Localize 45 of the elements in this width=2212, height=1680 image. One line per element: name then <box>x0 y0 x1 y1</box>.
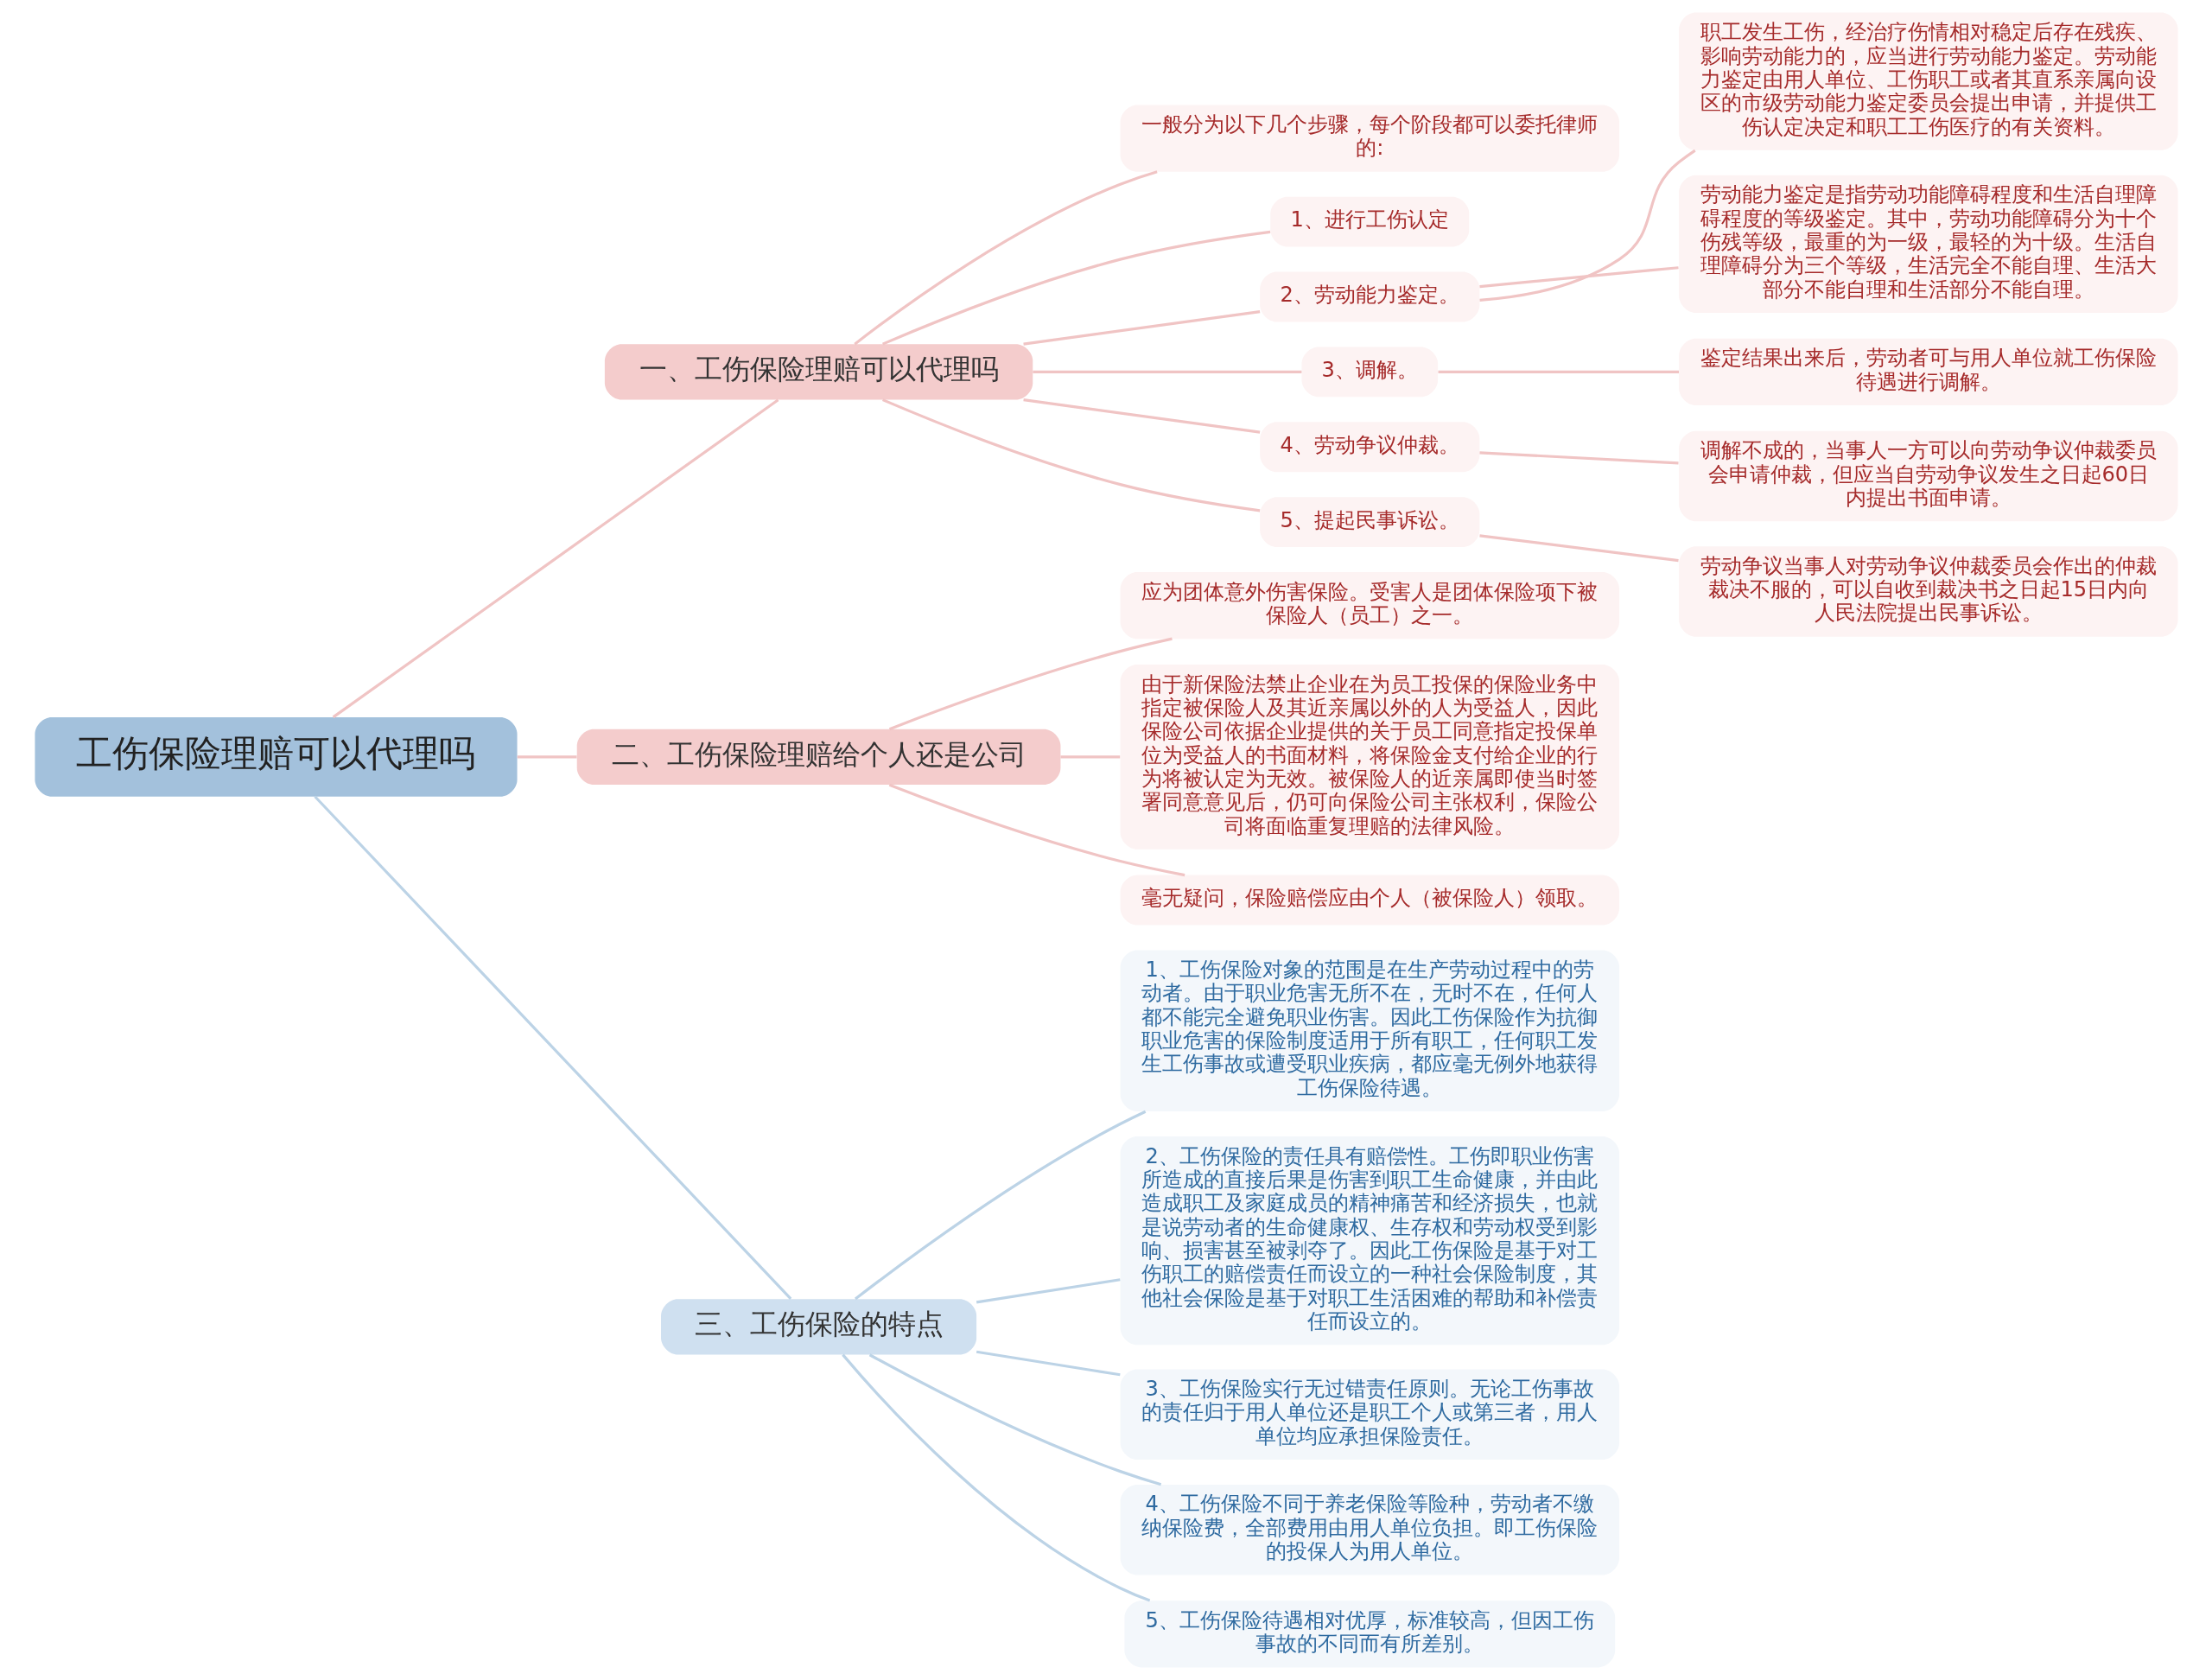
connector <box>854 1110 1146 1301</box>
node-box: 劳动能力鉴定是指劳动功能障碍程度和生活自理障碍程度的等级鉴定。其中，劳动功能障碍分为十个伤残等级，最重的为一级，最轻的为十级。生活自理障碍分为三个等级，生活完全不能自理、生活大部分不能自理和生活部分不能自理。 <box>1678 175 2178 313</box>
connector <box>881 398 1260 512</box>
connector <box>888 637 1173 731</box>
connector <box>517 755 576 759</box>
node-box: 调解不成的，当事人一方可以向劳动争议仲裁委员会申请仲裁，但应当自劳动争议发生之日起60日内提出书面申请。 <box>1678 430 2178 522</box>
connector <box>1059 755 1120 759</box>
node-box: 一、工伤保险理赔可以代理吗 <box>604 344 1033 400</box>
connector <box>313 795 791 1300</box>
connector <box>1478 534 1679 563</box>
connector <box>1032 370 1301 373</box>
connector <box>888 783 1185 877</box>
connector <box>868 1353 1161 1486</box>
node-box: 鉴定结果出来后，劳动者可与用人单位就工伤保险待遇进行调解。 <box>1678 338 2178 405</box>
connector <box>1022 398 1260 434</box>
node-box: 工伤保险理赔可以代理吗 <box>34 717 518 797</box>
connector <box>976 1278 1121 1304</box>
connector <box>1022 310 1260 346</box>
node-box: 5、工伤保险待遇相对优厚，标准较高，但因工伤事故的不同而有所差别。 <box>1123 1600 1615 1668</box>
connector <box>1478 266 1679 289</box>
node-box: 3、工伤保险实行无过错责任原则。无论工伤事故的责任归于用人单位还是职工个人或第三者，用人单位均应承担保险责任。 <box>1120 1369 1619 1460</box>
node-box: 3、调解。 <box>1301 347 1438 398</box>
node-box: 劳动争议当事人对劳动争议仲裁委员会作出的仲裁裁决不服的，可以自收到裁决书之日起15日内向人民法院提出民事诉讼。 <box>1678 546 2178 637</box>
connector <box>976 1350 1121 1377</box>
connector <box>841 1353 1150 1602</box>
node-box: 由于新保险法禁止企业在为员工投保的保险业务中指定被保险人及其近亲属以外的人为受益人，因此保险公司依据企业提供的关于员工同意指定投保单位为受益人的书面材料，将保险金支付给企业的行为将被认定为无效。被保险人的近亲属即使当时签署同意意见后，仍可向保险公司主张权利，保险公司将面临重复理赔的法律风险。 <box>1120 664 1619 850</box>
node-box: 三、工伤保险的特点 <box>660 1299 976 1355</box>
node-box: 二、工伤保险理赔给个人还是公司 <box>576 729 1060 786</box>
connector <box>1478 451 1679 465</box>
node-box: 5、提起民事诉讼。 <box>1259 497 1479 548</box>
node-box: 一般分为以下几个步骤，每个阶段都可以委托律师的: <box>1120 105 1619 172</box>
connector <box>332 398 779 719</box>
connector <box>881 230 1270 346</box>
node-box: 毫无疑问，保险赔偿应由个人（被保险人）领取。 <box>1120 875 1619 926</box>
node-box: 应为团体意外伤害保险。受害人是团体保险项下被保险人（员工）之一。 <box>1120 572 1619 640</box>
connector <box>1478 149 1696 302</box>
node-box: 2、劳动能力鉴定。 <box>1259 271 1479 322</box>
node-box: 1、工伤保险对象的范围是在生产劳动过程中的劳动者。由于职业危害无所不在，无时不在，任何人都不能完全避免职业伤害。因此工伤保险作为抗御职业危害的保险制度适用于所有职工，任何职工发生工伤事故或遭受职业疾病，都应毫无例外地获得工伤保险待遇。 <box>1120 950 1619 1112</box>
node-box: 2、工伤保险的责任具有赔偿性。工伤即职业伤害所造成的直接后果是伤害到职工生命健康，并由此造成职工及家庭成员的精神痛苦和经济损失，也就是说劳动者的生命健康权、生存权和劳动权受到影响、损害甚至被剥夺了。因此工伤保险是基于对工伤职工的赔偿责任而设立的一种社会保险制度，其他社会保险是基于对职工生活困难的帮助和补偿责任而设立的。 <box>1120 1136 1619 1346</box>
node-box: 4、工伤保险不同于养老保险等险种，劳动者不缴纳保险费，全部费用由用人单位负担。即工伤保险的投保人为用人单位。 <box>1120 1484 1619 1575</box>
node-box: 1、进行工伤认定 <box>1269 196 1469 247</box>
node-box: 4、劳动争议仲裁。 <box>1259 422 1479 473</box>
node-box: 职工发生工伤，经治疗伤情相对稳定后存在残疾、影响劳动能力的，应当进行劳动能力鉴定。劳动能力鉴定由用人单位、工伤职工或者其直系亲属向设区的市级劳动能力鉴定委员会提出申请，并提供工伤认定决定和职工工伤医疗的有关资料。 <box>1678 12 2178 150</box>
connector <box>853 170 1158 346</box>
connector <box>1438 370 1679 373</box>
